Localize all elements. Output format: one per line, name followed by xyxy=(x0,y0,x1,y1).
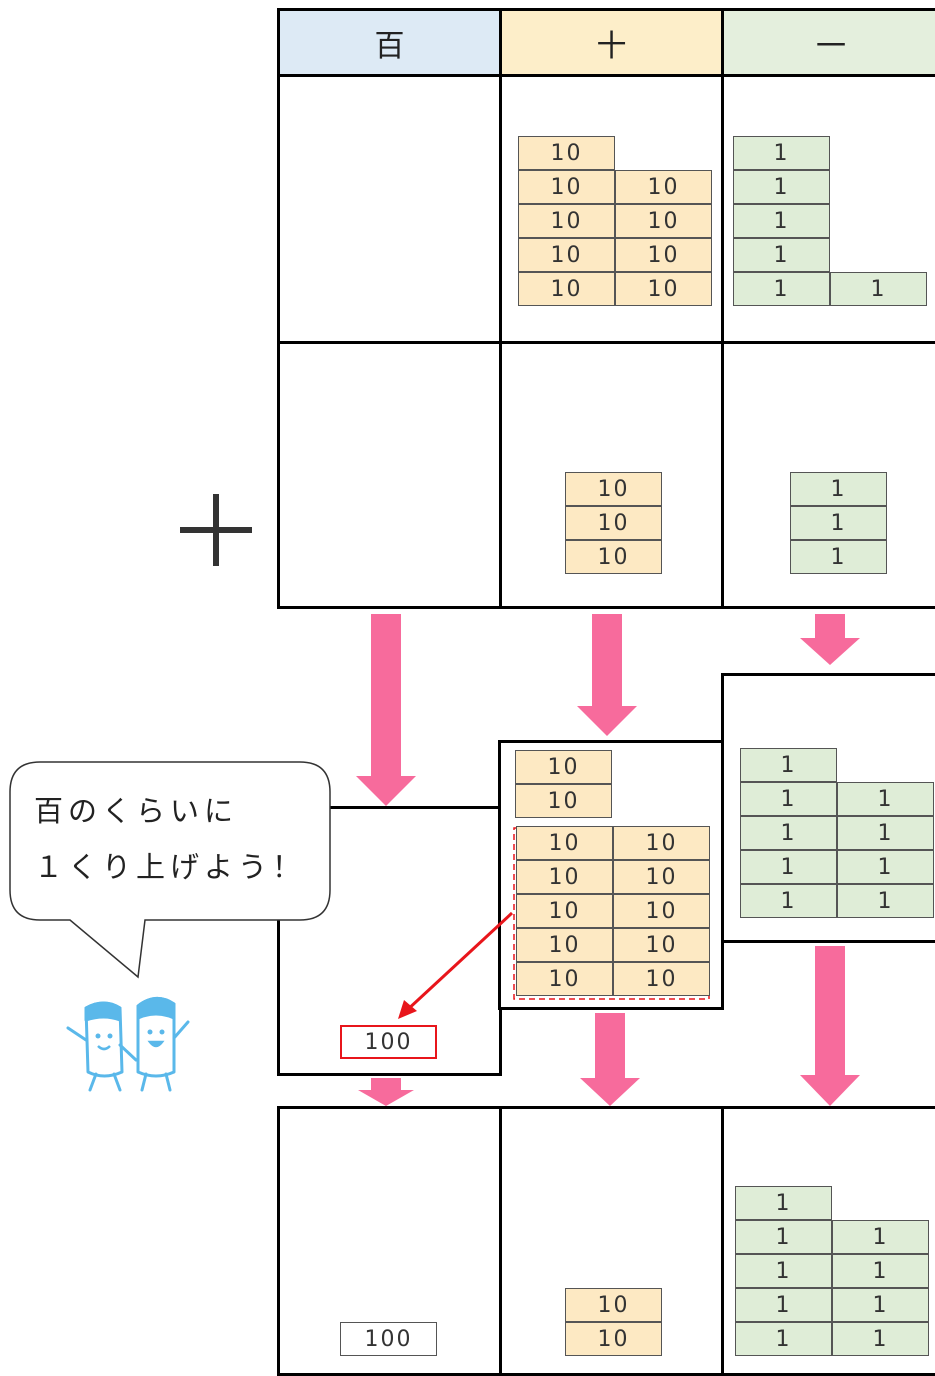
mascot-characters xyxy=(66,997,190,1092)
combined-ones-block: 1 xyxy=(740,850,837,884)
speech-bubble-line2: １くり上げよう！ xyxy=(34,850,307,884)
carry-group-tens-block: 10 xyxy=(516,962,613,996)
combined-ones-block: 1 xyxy=(740,782,837,816)
row2-ones-block: 1 xyxy=(790,472,887,506)
carry-group-tens-block: 10 xyxy=(516,860,613,894)
speech-bubble xyxy=(9,761,331,979)
combined-ones-block: 1 xyxy=(837,884,934,918)
row1-tens-block: 10 xyxy=(518,204,615,238)
carry-group-tens-block: 10 xyxy=(613,894,710,928)
result-ones-block: 1 xyxy=(735,1254,832,1288)
carry-group-tens-block: 10 xyxy=(516,894,613,928)
row1-tens-block: 10 xyxy=(518,238,615,272)
result-hundred-block: 100 xyxy=(340,1322,437,1356)
combined-ones-block: 1 xyxy=(837,816,934,850)
down-arrow-hundreds xyxy=(356,614,416,806)
speech-bubble-line1: 百のくらいに xyxy=(34,794,239,828)
carry-arrow-head xyxy=(398,1000,417,1019)
row1-hundreds-cell xyxy=(277,74,502,344)
row1-tens-block: 10 xyxy=(615,272,712,306)
row2-ones-block: 1 xyxy=(790,540,887,574)
row2-tens-block: 10 xyxy=(565,472,662,506)
plus-sign-icon xyxy=(180,494,252,566)
combined-ones-block: 1 xyxy=(740,884,837,918)
result-ones-block: 1 xyxy=(832,1322,929,1356)
carried-hundred-block: 100 xyxy=(340,1025,437,1059)
header-hundreds: 百 xyxy=(277,8,502,77)
combined-ones-block: 1 xyxy=(837,850,934,884)
row1-ones-block: 1 xyxy=(733,204,830,238)
down-arrow-result-ones xyxy=(800,946,860,1106)
result-ones-block: 1 xyxy=(735,1186,832,1220)
down-arrow-carry-hundreds xyxy=(358,1078,414,1106)
row1-tens-block: 10 xyxy=(615,204,712,238)
row1-tens-block: 10 xyxy=(518,272,615,306)
combined-tens-block: 10 xyxy=(515,784,612,818)
result-tens-block: 10 xyxy=(565,1288,662,1322)
result-ones-block: 1 xyxy=(735,1220,832,1254)
row1-ones-block: 1 xyxy=(733,136,830,170)
result-ones-block: 1 xyxy=(832,1220,929,1254)
row1-ones-block: 1 xyxy=(733,170,830,204)
carry-group-tens-block: 10 xyxy=(613,928,710,962)
combined-ones-block: 1 xyxy=(837,782,934,816)
combined-ones-block: 1 xyxy=(740,748,837,782)
down-arrow-tens xyxy=(577,614,637,736)
combined-ones-block: 1 xyxy=(740,816,837,850)
row1-tens-block: 10 xyxy=(518,136,615,170)
row1-ones-block: 1 xyxy=(733,238,830,272)
row1-ones-block: 1 xyxy=(733,272,830,306)
result-ones-block: 1 xyxy=(832,1288,929,1322)
down-arrow-ones xyxy=(800,614,860,665)
row1-tens-block: 10 xyxy=(615,238,712,272)
row2-tens-block: 10 xyxy=(565,540,662,574)
carry-group-tens-block: 10 xyxy=(516,826,613,860)
row2-tens-block: 10 xyxy=(565,506,662,540)
result-tens-block: 10 xyxy=(565,1322,662,1356)
result-ones-block: 1 xyxy=(735,1288,832,1322)
carry-arrow-line xyxy=(403,911,514,1014)
result-ones-block: 1 xyxy=(832,1254,929,1288)
carry-group-tens-block: 10 xyxy=(613,962,710,996)
carry-group-tens-block: 10 xyxy=(613,860,710,894)
row2-ones-block: 1 xyxy=(790,506,887,540)
combined-tens-block: 10 xyxy=(515,750,612,784)
result-ones-block: 1 xyxy=(735,1322,832,1356)
down-arrow-result-tens xyxy=(580,1013,640,1106)
row1-tens-block: 10 xyxy=(615,170,712,204)
row1-ones-block: 1 xyxy=(830,272,927,306)
carry-group-tens-block: 10 xyxy=(516,928,613,962)
row1-tens-block: 10 xyxy=(518,170,615,204)
carry-group-tens-block: 10 xyxy=(613,826,710,860)
